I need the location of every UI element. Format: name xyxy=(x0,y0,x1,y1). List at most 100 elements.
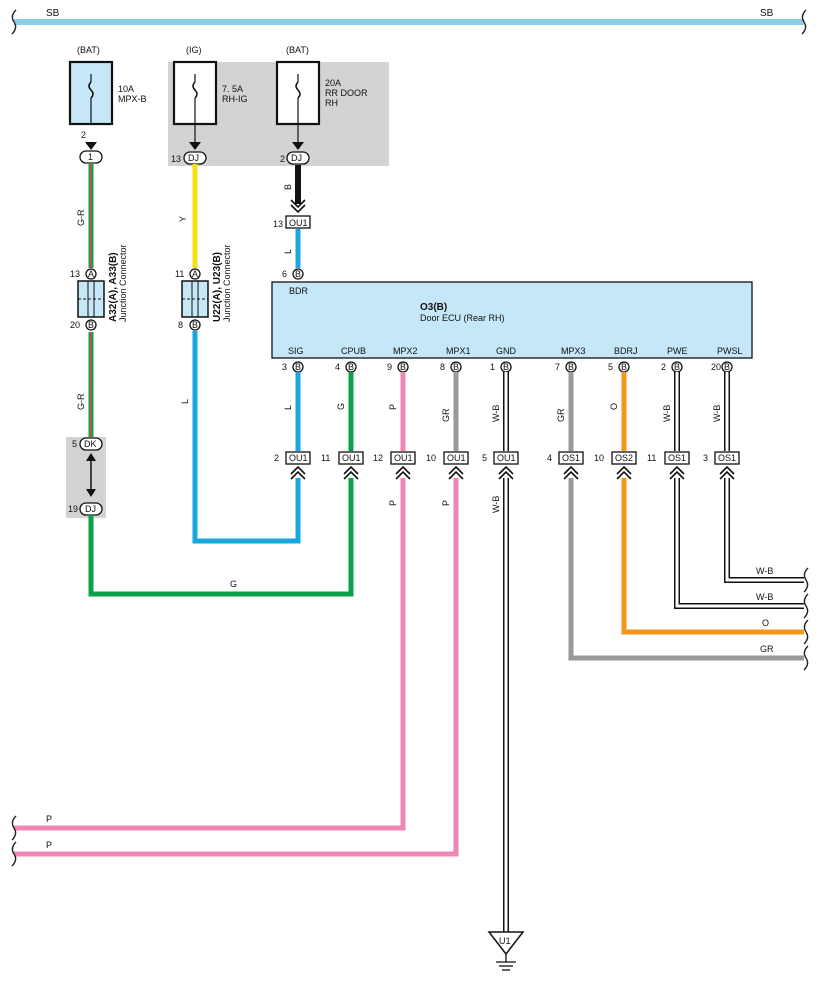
chevron-up-icon xyxy=(616,465,632,475)
fuse-icon xyxy=(192,81,198,99)
fuse-pin: 2 xyxy=(81,130,86,140)
pin-number: 1 xyxy=(490,362,495,372)
connector-ou1 xyxy=(285,215,311,229)
pin-number: 10 xyxy=(594,453,604,463)
pin-number: 5 xyxy=(482,453,487,463)
connector-label: DK xyxy=(84,439,97,449)
inline-connector xyxy=(443,451,469,465)
ecu-terminal-bdr: BDR xyxy=(289,286,309,296)
wire-label: L xyxy=(283,405,293,410)
connector-label: OU1 xyxy=(342,453,361,463)
connector-label: OU1 xyxy=(289,453,308,463)
connector-dj xyxy=(286,151,310,165)
wire-label: W-B xyxy=(662,405,672,422)
connector-label: OS1 xyxy=(562,453,580,463)
wire-p-mpx1: P P xyxy=(11,478,459,867)
wire-b: B 13 OU1 L 6 B xyxy=(273,165,311,280)
pin-number: 11 xyxy=(175,269,184,279)
chevron-up-icon xyxy=(498,470,514,480)
fuse-name: RR DOOR xyxy=(325,88,368,98)
chevron-up-icon xyxy=(395,465,411,475)
dk-connector-block: 5 DK 19 DJ xyxy=(68,437,103,516)
inline-connector xyxy=(714,451,740,465)
wire-y: Y xyxy=(178,164,198,268)
wire-label: W-B xyxy=(756,566,773,576)
connector-label: OS2 xyxy=(615,453,633,463)
junction-connector-a32: 13 A 20 B A32(A), A33(B) Junction Connec… xyxy=(70,244,128,331)
fuse-source-label: (IG) xyxy=(186,45,202,55)
wire-label: L xyxy=(180,399,190,404)
connector-label: OS1 xyxy=(668,453,686,463)
ecu-name: Door ECU (Rear RH) xyxy=(420,313,505,323)
wire-label: GR xyxy=(441,408,451,422)
pin-number: 11 xyxy=(321,453,330,463)
ground-triangle-icon xyxy=(487,931,525,956)
pin-number: 9 xyxy=(387,362,392,372)
terminal-name: PWE xyxy=(667,346,688,356)
fuse-icon xyxy=(88,81,94,99)
ground-label: U1 xyxy=(499,936,511,946)
chevron-up-icon xyxy=(343,470,359,480)
pin-number: 13 xyxy=(70,269,80,279)
sb-label-left: SB xyxy=(46,8,60,19)
wire-label: L xyxy=(283,249,293,254)
chevron-up-icon xyxy=(616,470,632,480)
connector-letter: B xyxy=(503,362,509,372)
wire-label: Y xyxy=(178,216,188,222)
connector-letter: A xyxy=(88,269,94,279)
pin-number: 2 xyxy=(274,453,279,463)
pin-number: 3 xyxy=(282,362,287,372)
terminal-name: SIG xyxy=(288,346,304,356)
junction-subtitle: Junction Connector xyxy=(222,244,232,322)
pin-number: 4 xyxy=(547,453,552,463)
connector-letter: B xyxy=(674,362,680,372)
wire-label: GR xyxy=(760,644,774,654)
fuse-source-label: (BAT) xyxy=(286,45,309,55)
wire-label: GR xyxy=(556,408,566,422)
wire-label: O xyxy=(609,403,619,410)
terminal-name: MPX2 xyxy=(393,346,418,356)
connector-label: OS1 xyxy=(718,453,736,463)
wire-o-bdrj: O xyxy=(621,478,809,645)
door-ecu-rear-rh: BDR O3(B) Door ECU (Rear RH) xyxy=(271,281,753,359)
wire-label: P xyxy=(388,404,398,410)
chevron-up-icon xyxy=(669,470,685,480)
connector-label: OU1 xyxy=(289,218,308,228)
wire-label: G-R xyxy=(76,209,86,226)
wire-l-sig: L xyxy=(180,331,301,544)
fuse-rating: 20A xyxy=(325,78,341,88)
wire-label: P xyxy=(46,814,52,824)
fuse-rhig: (IG) 7. 5A RH-IG 13 DJ xyxy=(171,45,248,165)
inline-connector xyxy=(390,451,416,465)
connector-label: DJ xyxy=(85,504,96,514)
fuse-mpxb: (BAT) 10A MPX-B 2 1 xyxy=(68,45,147,164)
terminal-name: MPX1 xyxy=(446,346,471,356)
pin-number: 11 xyxy=(647,453,656,463)
junction-connector-u22: 11 A 8 B U22(A), U23(B) Junction Connect… xyxy=(175,244,232,331)
wire-label: P xyxy=(46,840,52,850)
pin-number: 3 xyxy=(703,453,708,463)
ecu-code: O3(B) xyxy=(420,302,447,313)
chevron-up-icon xyxy=(563,470,579,480)
connector-letter: B xyxy=(568,362,574,372)
pin-number: 20 xyxy=(70,320,80,330)
wire-label: O xyxy=(762,618,769,628)
chevron-up-icon xyxy=(448,465,464,475)
wire-label: B xyxy=(283,184,293,190)
fuse-icon xyxy=(295,81,301,99)
wire-label: W-B xyxy=(712,405,722,422)
sb-label-right: SB xyxy=(760,8,774,19)
wire-g-cpub: G xyxy=(88,478,354,597)
wire-gr-mpx3: GR xyxy=(568,478,809,671)
wire-p-mpx2: P P xyxy=(11,478,406,841)
terminal-name: PWSL xyxy=(717,346,743,356)
wire-g-r: G-R G-R xyxy=(76,163,94,437)
